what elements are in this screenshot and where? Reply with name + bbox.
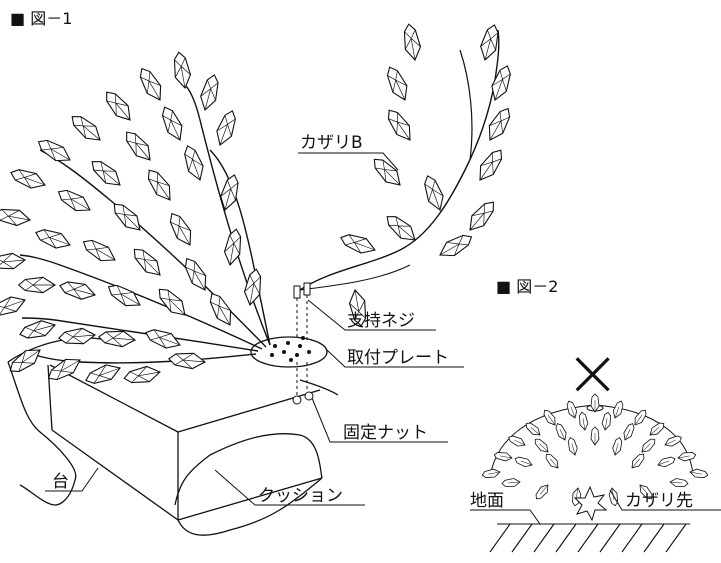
leader-lines xyxy=(45,152,464,506)
fixing-nuts xyxy=(292,391,314,405)
figure1-title: ■ 図－1 xyxy=(10,9,72,28)
left-ornament-leaves xyxy=(0,50,265,389)
ornament-b xyxy=(299,22,516,328)
stand-box xyxy=(7,337,339,536)
label-mounting-plate: 取付プレート xyxy=(347,348,449,368)
ground-hatching xyxy=(489,523,690,553)
support-screws xyxy=(293,282,311,395)
dome-ornament xyxy=(481,393,709,507)
figure2-title: ■ 図－2 xyxy=(496,277,558,296)
label-support-screw: 支持ネジ xyxy=(347,311,415,331)
mounting-plate xyxy=(250,336,328,368)
label-stand: 台 xyxy=(52,472,69,492)
label-ornament-tip: カザリ先 xyxy=(625,491,693,511)
label-cushion: クッション xyxy=(258,486,343,506)
label-ground: 地面 xyxy=(470,491,504,511)
label-ornament-b: カザリB xyxy=(300,133,363,153)
impact-star xyxy=(573,485,608,522)
label-fixing-nut: 固定ナット xyxy=(343,423,428,443)
fig2-leader-lines xyxy=(470,489,721,525)
